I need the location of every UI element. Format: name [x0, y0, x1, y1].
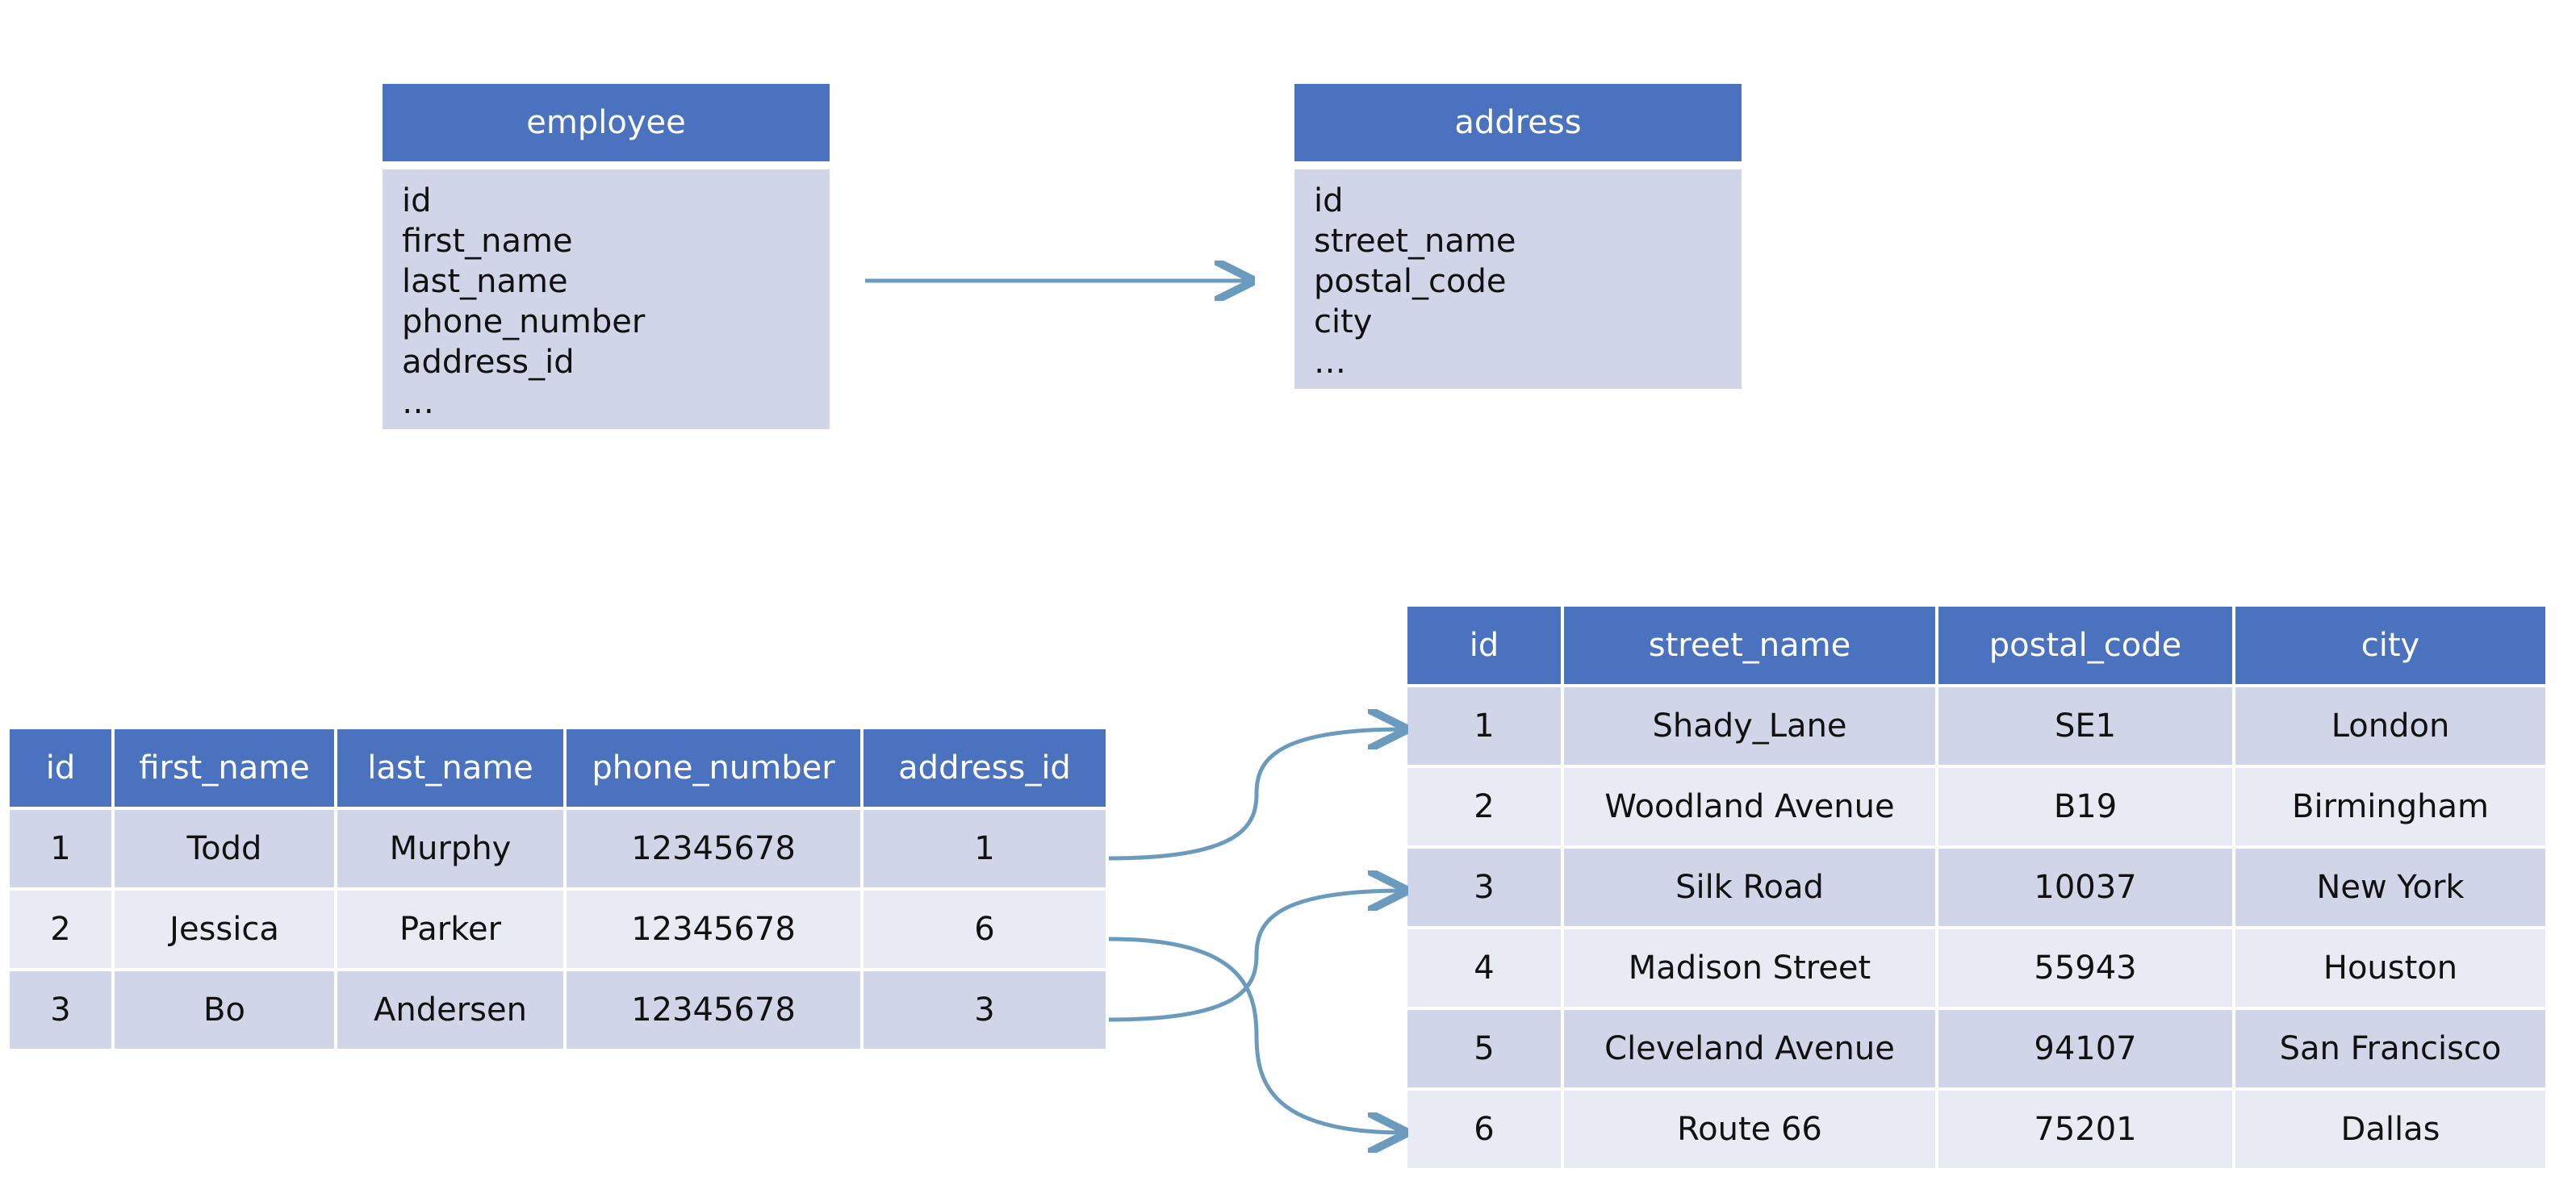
foreign-key-link — [1108, 729, 1404, 861]
table-cell: London — [2235, 687, 2545, 765]
table-cell: Birmingham — [2235, 768, 2545, 845]
table-row: 1 Shady_Lane SE1 London — [1407, 687, 2545, 765]
table-header-row: id street_name postal_code city — [1407, 607, 2545, 684]
employee-schema-fields: id first_name last_name phone_number add… — [383, 169, 830, 429]
table-cell: 94107 — [1938, 1010, 2232, 1087]
employee-table: id first_name last_name phone_number add… — [6, 726, 1109, 1052]
table-cell: 1 — [1407, 687, 1561, 765]
table-cell: Houston — [2235, 929, 2545, 1007]
column-header: phone_number — [567, 729, 860, 807]
table-cell: B19 — [1938, 768, 2232, 845]
address-schema-fields: id street_name postal_code city … — [1294, 169, 1742, 389]
table-row: 3 Silk Road 10037 New York — [1407, 849, 2545, 926]
table-cell: 12345678 — [567, 891, 860, 968]
table-cell: 3 — [1407, 849, 1561, 926]
schema-field: postal_code — [1314, 263, 1507, 300]
table-cell: Murphy — [337, 810, 563, 887]
column-header: postal_code — [1938, 607, 2232, 684]
table-cell: 6 — [1407, 1091, 1561, 1168]
address-schema-title: address — [1294, 84, 1742, 161]
table-cell: Madison Street — [1564, 929, 1935, 1007]
schema-field: address_id — [402, 344, 575, 381]
column-header: id — [1407, 607, 1561, 684]
table-row: 6 Route 66 75201 Dallas — [1407, 1091, 2545, 1168]
table-cell: 2 — [10, 891, 111, 968]
table-cell: San Francisco — [2235, 1010, 2545, 1087]
schema-field: … — [402, 384, 434, 421]
address-schema: address id street_name postal_code city … — [1294, 84, 1742, 389]
column-header: last_name — [337, 729, 563, 807]
table-row: 2 Jessica Parker 12345678 6 — [10, 891, 1106, 968]
column-header: first_name — [115, 729, 334, 807]
schema-field: city — [1314, 303, 1373, 340]
address-table: id street_name postal_code city 1 Shady_… — [1404, 603, 2549, 1171]
table-cell: 3 — [864, 971, 1106, 1049]
table-cell: 12345678 — [567, 810, 860, 887]
table-cell: 10037 — [1938, 849, 2232, 926]
schema-field: … — [1314, 344, 1346, 381]
table-cell: Woodland Avenue — [1564, 768, 1935, 845]
table-cell: SE1 — [1938, 687, 2232, 765]
table-cell: Parker — [337, 891, 563, 968]
table-cell: 55943 — [1938, 929, 2232, 1007]
table-cell: 6 — [864, 891, 1106, 968]
table-cell: 1 — [864, 810, 1106, 887]
table-cell: Shady_Lane — [1564, 687, 1935, 765]
table-cell: 2 — [1407, 768, 1561, 845]
schema-field: id — [402, 182, 432, 219]
table-cell: Todd — [115, 810, 334, 887]
table-header-row: id first_name last_name phone_number add… — [10, 729, 1106, 807]
table-cell: Cleveland Avenue — [1564, 1010, 1935, 1087]
schema-field: last_name — [402, 263, 568, 300]
column-header: address_id — [864, 729, 1106, 807]
foreign-key-link — [1108, 937, 1404, 1133]
column-header: city — [2235, 607, 2545, 684]
schema-field: phone_number — [402, 303, 646, 340]
employee-schema: employee id first_name last_name phone_n… — [383, 84, 830, 429]
table-row: 1 Todd Murphy 12345678 1 — [10, 810, 1106, 887]
table-cell: 75201 — [1938, 1091, 2232, 1168]
employee-schema-title: employee — [383, 84, 830, 161]
table-cell: New York — [2235, 849, 2545, 926]
table-cell: 5 — [1407, 1010, 1561, 1087]
table-cell: 3 — [10, 971, 111, 1049]
table-cell: Dallas — [2235, 1091, 2545, 1168]
column-header: street_name — [1564, 607, 1935, 684]
foreign-key-link — [1108, 891, 1404, 1022]
schema-field: street_name — [1314, 223, 1516, 260]
table-cell: 4 — [1407, 929, 1561, 1007]
table-cell: Bo — [115, 971, 334, 1049]
table-row: 5 Cleveland Avenue 94107 San Francisco — [1407, 1010, 2545, 1087]
table-row: 2 Woodland Avenue B19 Birmingham — [1407, 768, 2545, 845]
table-cell: 1 — [10, 810, 111, 887]
table-cell: Route 66 — [1564, 1091, 1935, 1168]
schema-field: first_name — [402, 223, 573, 260]
table-row: 4 Madison Street 55943 Houston — [1407, 929, 2545, 1007]
table-cell: Silk Road — [1564, 849, 1935, 926]
table-cell: 12345678 — [567, 971, 860, 1049]
table-cell: Jessica — [115, 891, 334, 968]
schema-field: id — [1314, 182, 1344, 219]
table-cell: Andersen — [337, 971, 563, 1049]
column-header: id — [10, 729, 111, 807]
table-row: 3 Bo Andersen 12345678 3 — [10, 971, 1106, 1049]
